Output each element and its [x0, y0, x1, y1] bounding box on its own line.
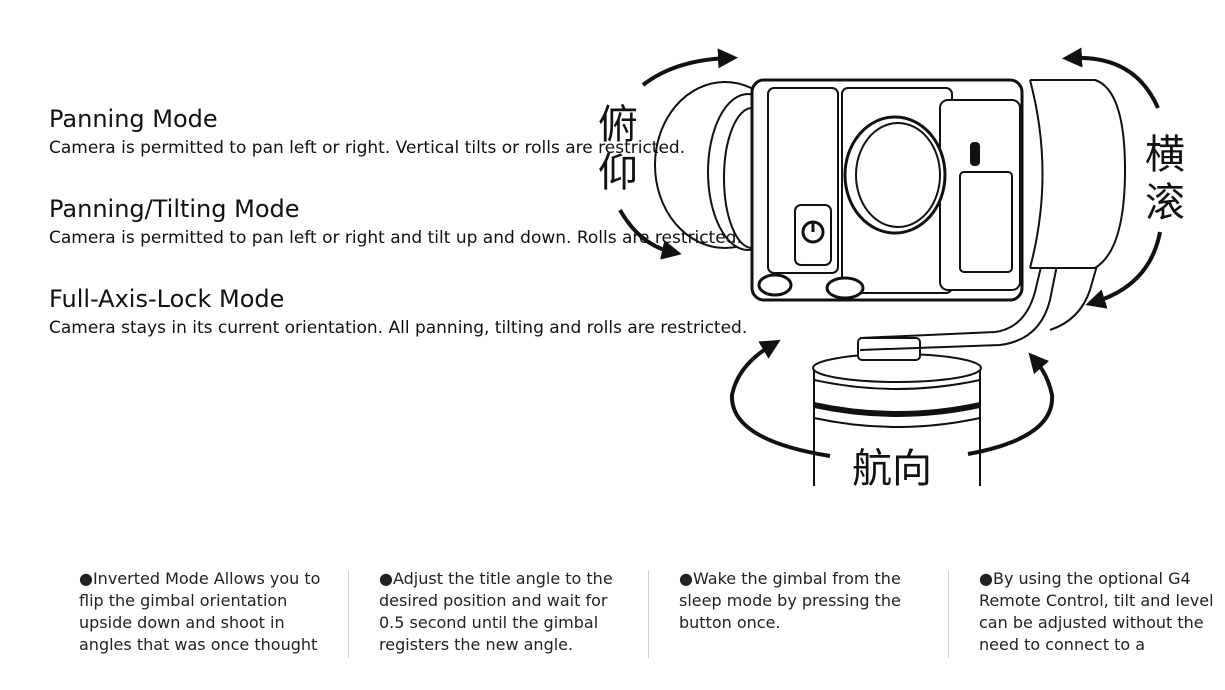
feature-tilt-angle: ●Adjust the title angle to the desired p…: [379, 569, 613, 654]
column-divider: [348, 570, 349, 658]
camera-cage: [750, 78, 1024, 302]
mode-description: Camera is permitted to pan left or right…: [49, 138, 686, 158]
mode-description: Camera stays in its current orientation.…: [49, 318, 748, 338]
mode-panning-tilting: Panning/Tilting Mode Camera is permitted…: [49, 195, 742, 249]
mode-full-axis-lock: Full-Axis-Lock Mode Camera stays in its …: [49, 285, 747, 339]
mode-title: Panning/Tilting Mode: [49, 195, 300, 223]
rotation-arrows: [618, 47, 1162, 458]
pan-axis-label: 航向: [852, 446, 932, 490]
roll-axis-label: 横滚: [1145, 132, 1185, 226]
mode-title: Full-Axis-Lock Mode: [49, 285, 285, 313]
column-divider: [648, 570, 649, 658]
feature-remote-control: ●By using the optional G4 Remote Control…: [979, 569, 1214, 654]
column-divider: [948, 570, 949, 658]
gimbal-illustration: 俯仰 横滚 航向: [598, 47, 1185, 490]
feature-inverted-mode: ●Inverted Mode Allows you to flip the gi…: [79, 569, 321, 654]
roll-motor: [1029, 79, 1127, 269]
features-row: ●Inverted Mode Allows you to flip the gi…: [0, 568, 1225, 660]
feature-wake: ●Wake the gimbal from the sleep mode by …: [679, 569, 901, 632]
mode-title: Panning Mode: [49, 105, 218, 133]
mode-description: Camera is permitted to pan left or right…: [49, 228, 742, 248]
mode-panning: Panning Mode Camera is permitted to pan …: [49, 105, 685, 159]
tilt-axis-label-1: 俯仰: [598, 102, 638, 196]
